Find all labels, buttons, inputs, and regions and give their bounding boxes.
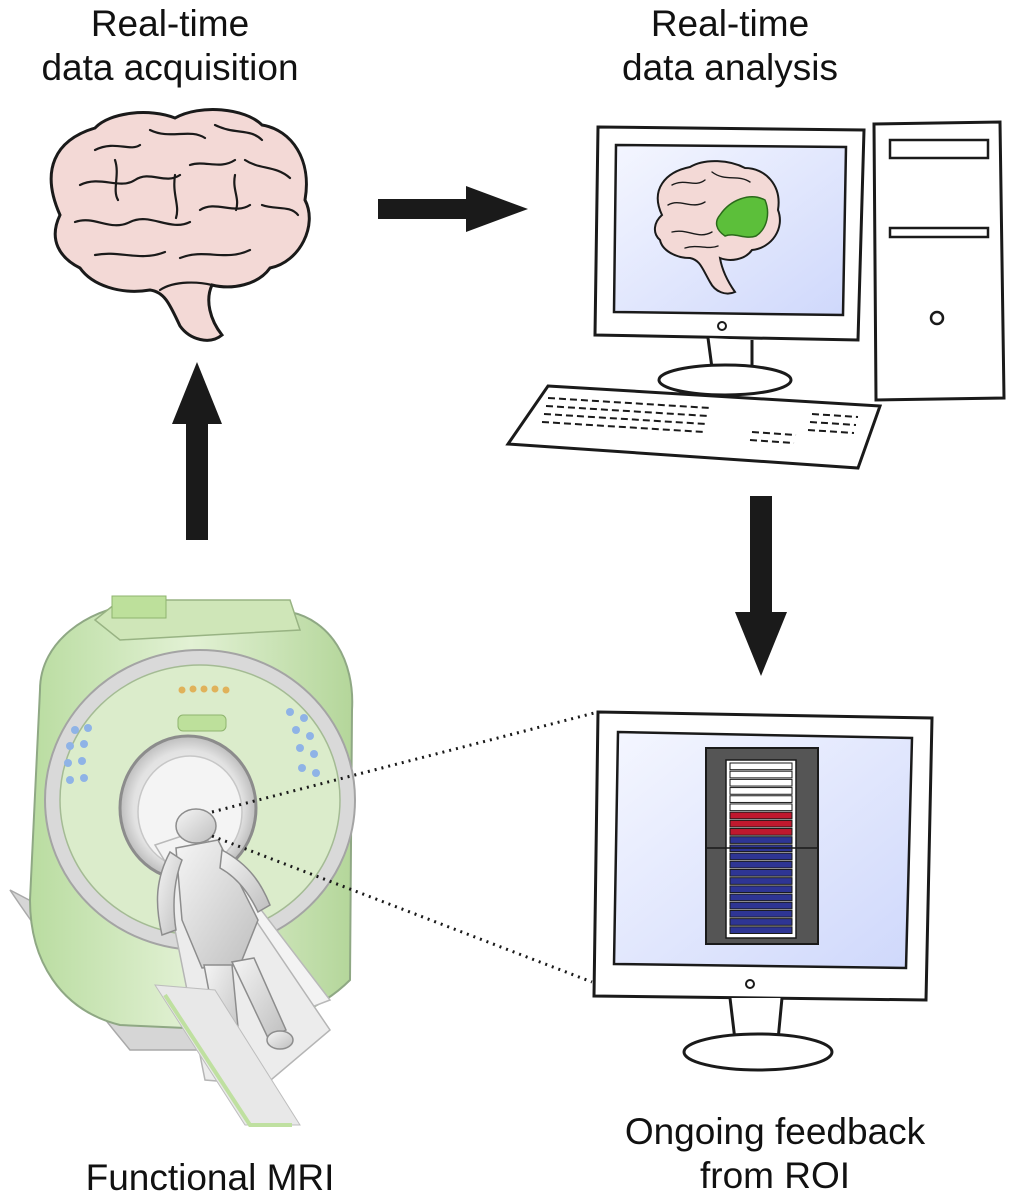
analysis-line-1: Real-time: [650, 3, 810, 44]
meter-bar-white: [729, 795, 793, 803]
meter-bar-red: [729, 828, 793, 836]
screen-brain-icon: [654, 160, 781, 295]
meter-bar-blue: [729, 868, 793, 877]
feedback-monitor: [592, 710, 934, 1072]
arrow-up-icon: [172, 362, 222, 540]
analysis-line-2: data analysis: [622, 47, 838, 88]
label-real-time-data-analysis: Real-time data analysis: [580, 2, 880, 90]
pc-tower: [872, 120, 1006, 402]
meter-bar-blue: [729, 852, 793, 861]
fmri-line: Functional MRI: [85, 1157, 335, 1198]
meter-bar-white: [729, 803, 793, 812]
computer-icon: [505, 120, 1006, 470]
meter-bar-red: [729, 811, 793, 820]
meter-bar-blue: [729, 909, 793, 918]
meter-bar-blue: [729, 836, 793, 844]
meter-bar-blue: [729, 918, 793, 926]
meter-bar-white: [729, 787, 793, 795]
meter-bar-blue: [729, 860, 793, 869]
meter-bar-white: [729, 770, 793, 779]
arrow-down-icon: [735, 496, 787, 676]
feedback-thermometer: [705, 747, 819, 945]
label-real-time-data-acquisition: Real-time data acquisition: [0, 2, 340, 90]
meter-bar-blue: [729, 926, 793, 934]
analysis-monitor: [593, 125, 866, 397]
meter-bar-white: [729, 762, 793, 771]
feedback-line-1: Ongoing feedback: [624, 1111, 926, 1152]
label-functional-mri: Functional MRI: [40, 1156, 380, 1200]
meter-bar-blue: [729, 885, 793, 894]
meter-bar-blue: [729, 877, 793, 885]
meter-bar-blue: [729, 901, 793, 910]
meter-bar-red: [729, 819, 793, 828]
projection-lines: [211, 710, 599, 984]
acquisition-line-1: Real-time: [90, 3, 250, 44]
scanner-indicator-lights: [178, 685, 230, 694]
acquisition-line-2: data acquisition: [41, 47, 299, 88]
label-ongoing-feedback: Ongoing feedback from ROI: [575, 1110, 975, 1198]
feedback-line-2: from ROI: [699, 1155, 851, 1196]
meter-bar-white: [729, 778, 793, 787]
mri-scanner-icon: [9, 595, 356, 1127]
brain-icon: [49, 108, 311, 342]
meter-bar-blue: [729, 893, 793, 902]
arrow-right-icon: [378, 186, 528, 232]
keyboard-icon: [505, 384, 883, 470]
